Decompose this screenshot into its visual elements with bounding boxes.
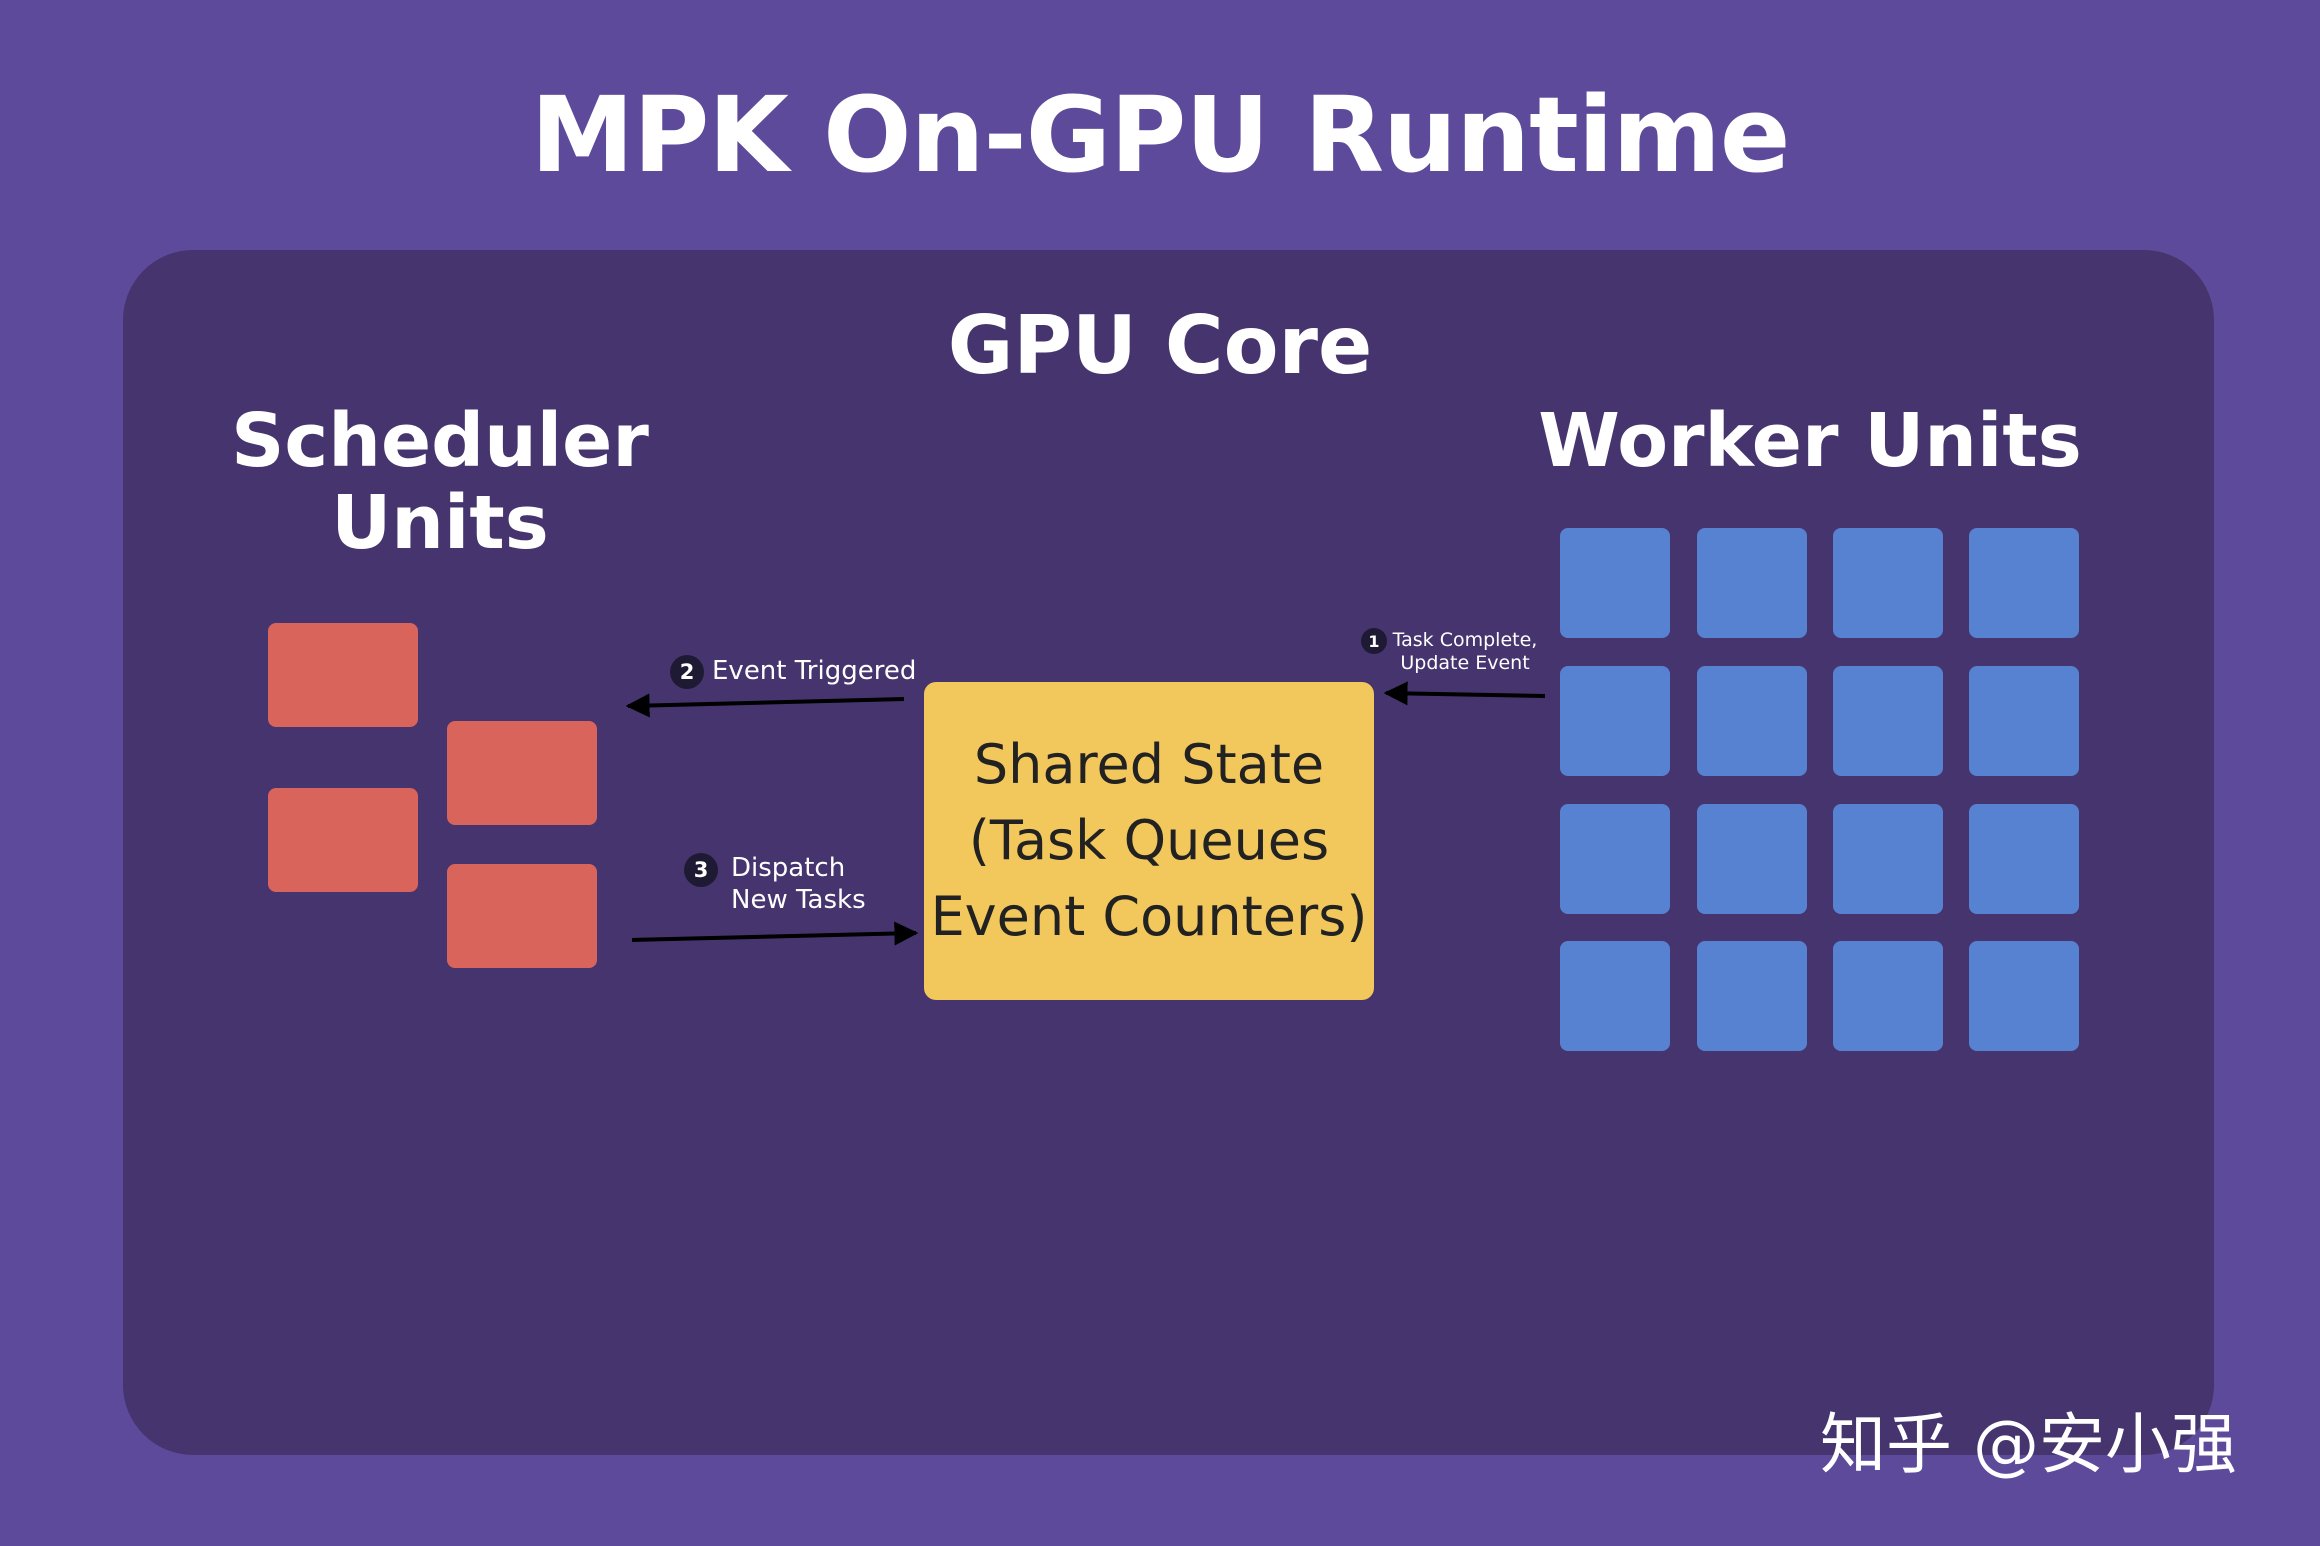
worker-unit — [1697, 528, 1807, 638]
worker-unit — [1833, 941, 1943, 1051]
worker-unit — [1697, 666, 1807, 776]
scheduler-units-title: Scheduler Units — [190, 400, 690, 564]
shared-state-line3: Event Counters) — [930, 885, 1368, 948]
arrow-task-complete — [1383, 681, 1546, 706]
step-3-badge: 3 — [684, 853, 718, 887]
worker-unit — [1560, 528, 1670, 638]
step-1-badge: 1 — [1361, 628, 1387, 654]
step-2-label: Event Triggered — [712, 656, 917, 686]
scheduler-unit — [447, 864, 597, 968]
scheduler-unit — [268, 623, 418, 727]
scheduler-unit — [447, 721, 597, 825]
arrow-dispatch-new-tasks — [631, 921, 919, 946]
worker-unit — [1969, 528, 2079, 638]
page-title: MPK On-GPU Runtime — [530, 74, 1791, 196]
step-1-label-line2: Update Event — [1400, 652, 1530, 674]
step-3-label-line2: New Tasks — [731, 885, 866, 915]
scheduler-unit — [268, 788, 418, 892]
worker-unit — [1560, 666, 1670, 776]
step-1-label: Task Complete, Update Event — [1385, 629, 1545, 675]
worker-unit — [1697, 941, 1807, 1051]
gpu-core-title: GPU Core — [947, 299, 1373, 392]
step-2-badge: 2 — [670, 655, 704, 689]
shared-state-line1: Shared State — [973, 733, 1325, 796]
shared-state-line2: (Task Queues — [968, 809, 1330, 872]
worker-unit — [1833, 528, 1943, 638]
worker-unit — [1833, 666, 1943, 776]
shared-state-box: Shared State (Task Queues Event Counters… — [924, 682, 1374, 1000]
worker-unit — [1969, 804, 2079, 914]
arrow-event-triggered — [625, 693, 905, 718]
worker-unit — [1560, 941, 1670, 1051]
watermark: 知乎 @安小强 — [1820, 1406, 2237, 1483]
step-3-label: Dispatch New Tasks — [731, 852, 866, 916]
worker-units-title: Worker Units — [1538, 398, 2082, 484]
worker-unit — [1969, 666, 2079, 776]
scheduler-title-line1: Scheduler — [231, 398, 649, 484]
worker-unit — [1969, 941, 2079, 1051]
step-1-label-line1: Task Complete, — [1392, 629, 1538, 651]
worker-unit — [1833, 804, 1943, 914]
worker-unit — [1560, 804, 1670, 914]
scheduler-title-line2: Units — [331, 480, 549, 566]
worker-unit — [1697, 804, 1807, 914]
step-3-label-line1: Dispatch — [731, 853, 846, 883]
